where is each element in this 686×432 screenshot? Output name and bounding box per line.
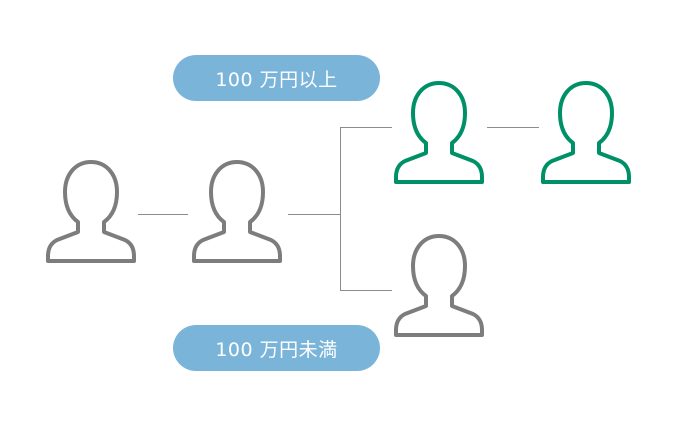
label-below-1m-text: 100 万円未満 [215,338,338,361]
person-icon [394,234,484,337]
connector-branch-top [340,127,392,128]
person-icon-green [541,81,631,184]
label-above-1m-text: 100 万円以上 [215,68,338,91]
person-icon [192,160,282,263]
connector-2-branch [288,214,340,215]
connector-branch-vertical [340,127,341,291]
connector-branch-bottom [340,290,392,291]
label-pill-above-1m: 100 万円以上 [173,55,380,101]
label-pill-below-1m: 100 万円未満 [173,325,380,371]
person-icon-green [394,81,484,184]
person-icon [46,160,136,263]
connector-3-4 [487,127,539,128]
connector-1-2 [138,214,188,215]
